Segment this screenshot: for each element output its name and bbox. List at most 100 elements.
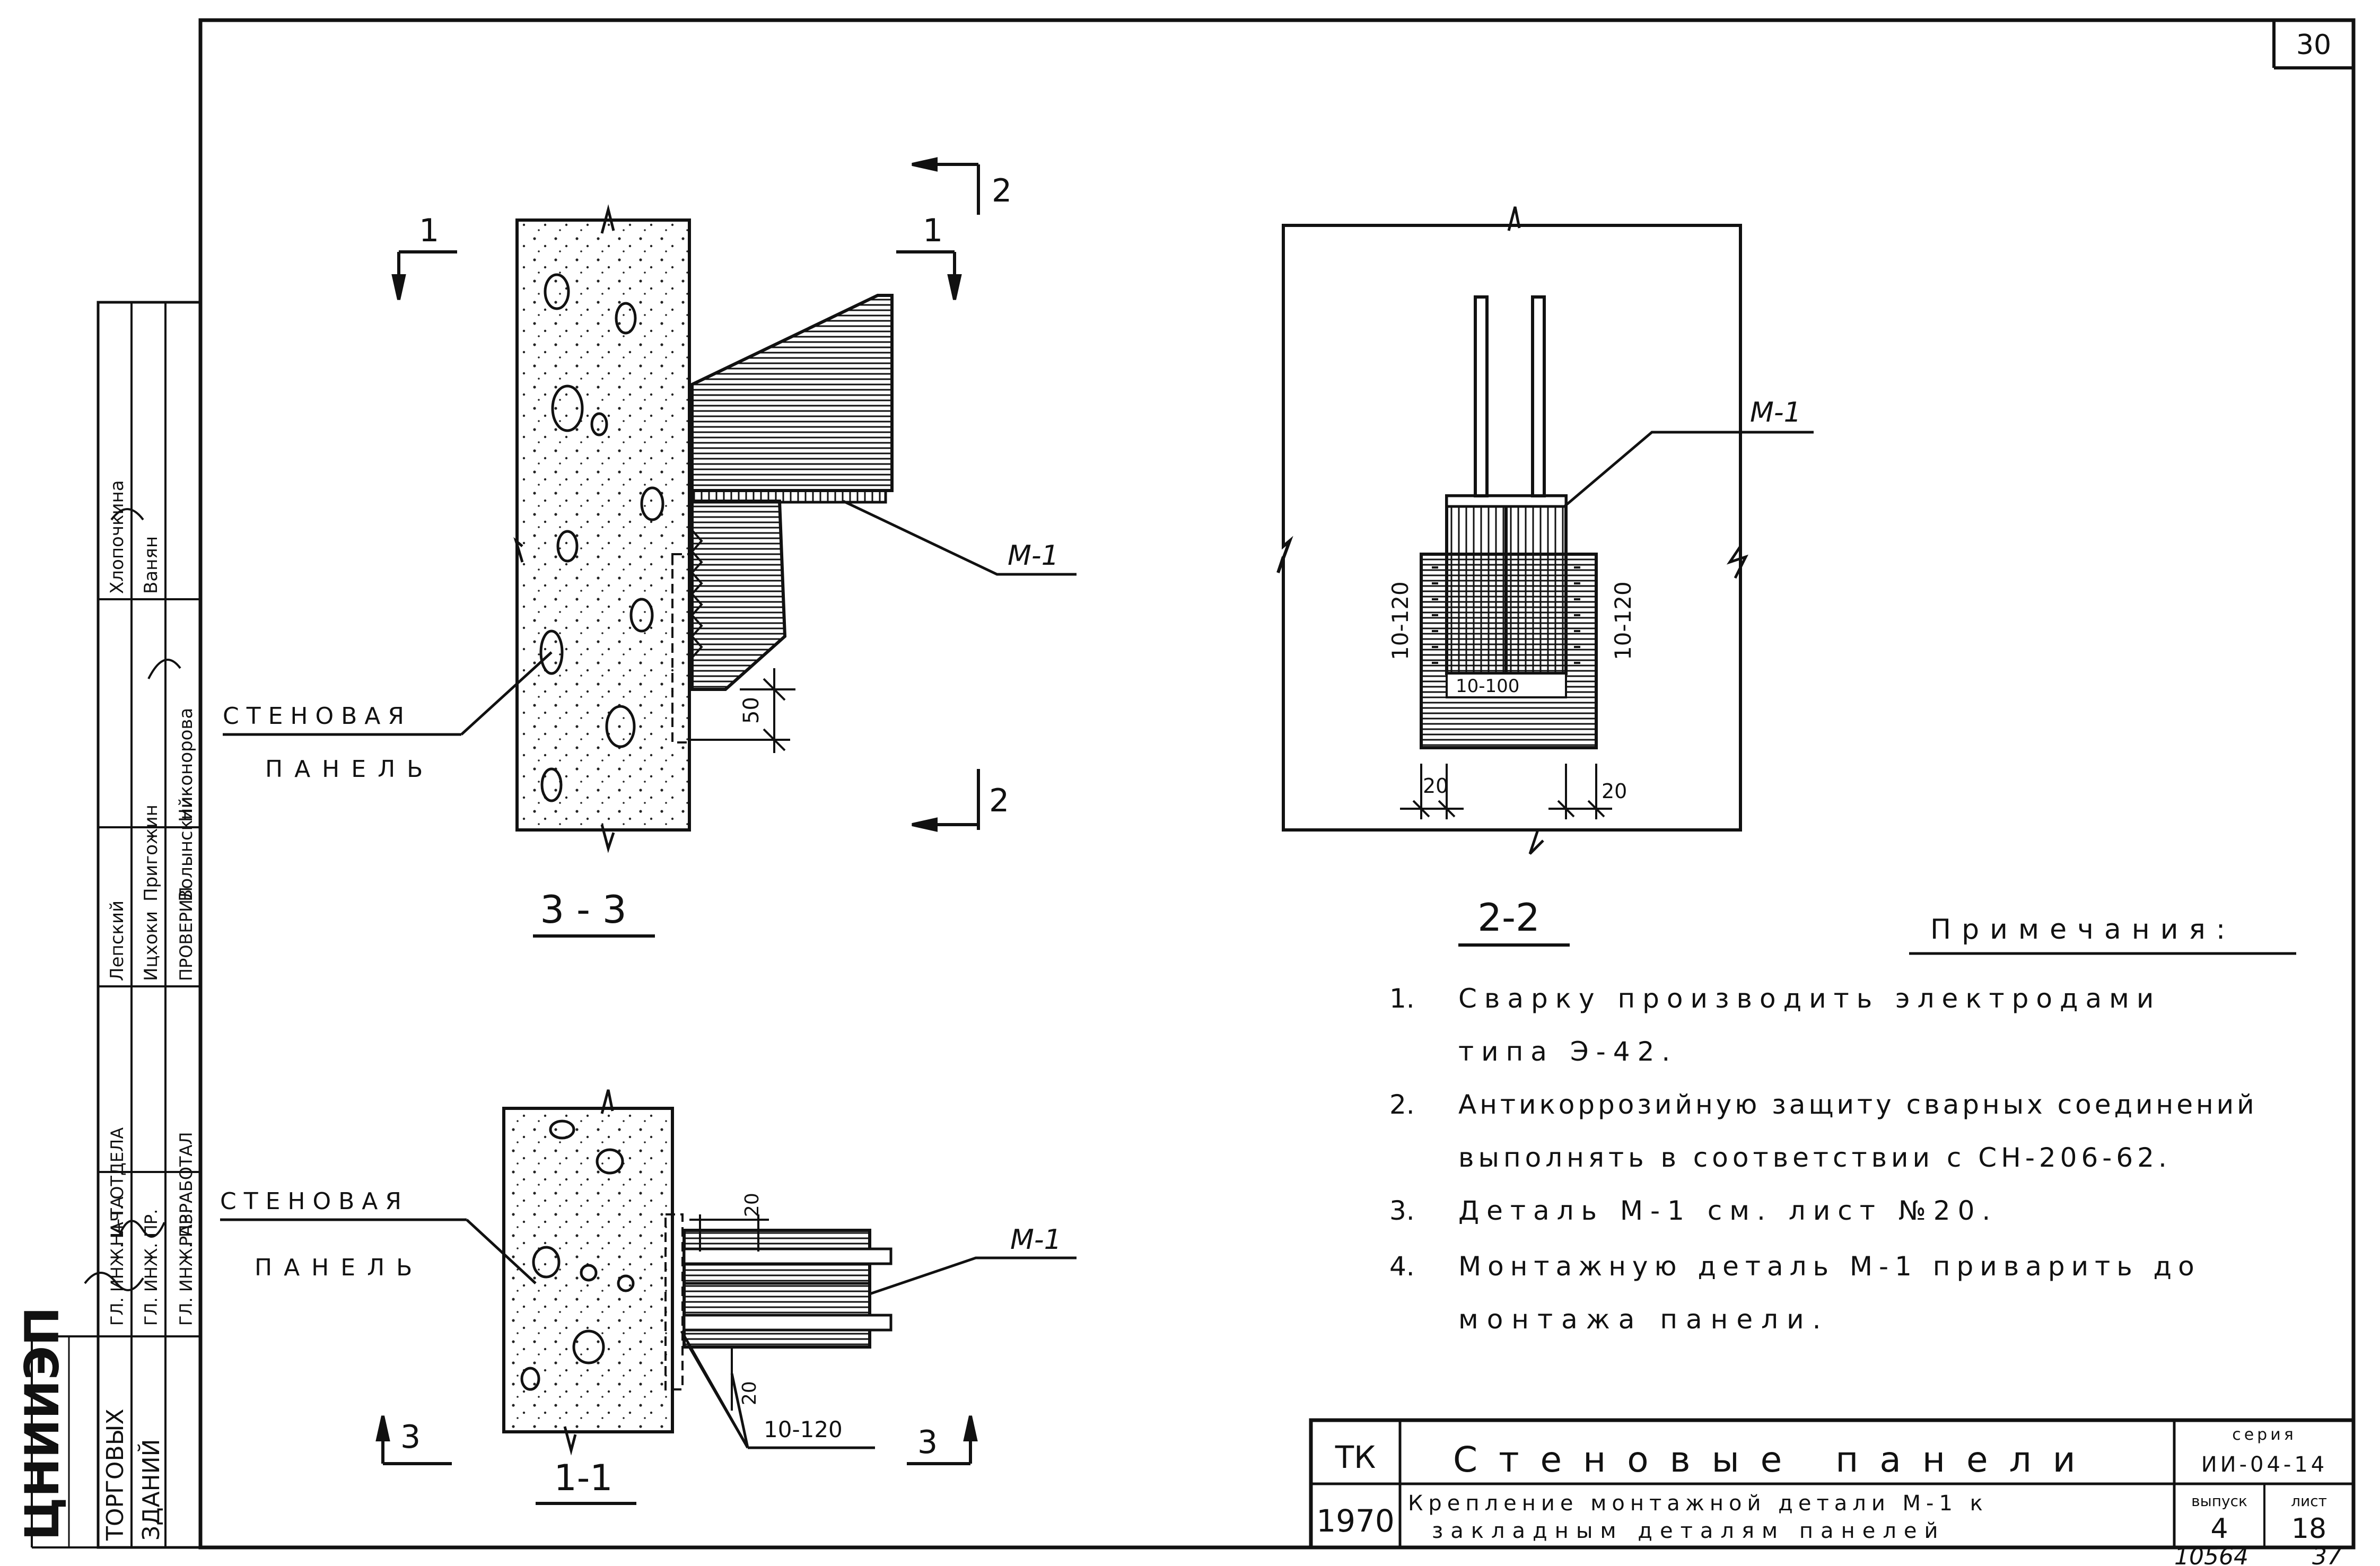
break-mark-2-2-top [1507,206,1521,231]
side-stamp-names: Лепский Ицхоки Пригожин Волынский Никоно… [107,480,197,981]
series-value: ИИ-04-14 [2201,1453,2328,1477]
section-title-1-1: 1-1 [554,1457,612,1499]
note-1-line2: типа Э-42. [1458,1036,1677,1067]
dimension-20-left-label: 20 [1423,774,1448,798]
section-2-2: 10-120 10-120 10-100 М-1 20 20 2-2 [1276,206,1814,947]
stamp-name-1: Лепский [107,900,128,981]
stud-bottom-1-1 [682,1314,892,1332]
stud-right [1531,295,1546,497]
stamp-role-2: НАЧ. ОТДЕЛА [107,1127,127,1246]
stamp-name-7: Ванян [141,536,162,594]
stamp-name-4: Волынский [176,797,197,902]
stamp-role-4: ГЛ. ИНЖ. ПР. [176,1209,196,1326]
weld-label-right: 10-120 [1610,581,1636,660]
stamp-role-3: ГЛ. ИНЖ. ПР. [141,1209,161,1326]
part-label-m1-2-2: М-1 [1750,397,1801,428]
stamp-org-desc-1: ТОРГОВЫХ [102,1408,129,1541]
leader-m1-2-2 [1563,431,1814,508]
break-mark-top [600,204,615,234]
notes-block: Примечания: 1. Сварку производить электр… [1389,914,2296,1335]
stud-top-1-1 [682,1247,892,1265]
section-title-3-3: 3 - 3 [540,887,626,932]
cut-mark-2-top [912,157,980,215]
archive-number: 10564 [2174,1543,2248,1566]
dimension-20-left [1400,764,1464,819]
dimension-20-right-label: 20 [1602,780,1627,803]
bracket-lower [690,500,787,691]
part-label-m1-3-3: М-1 [1008,540,1059,572]
stamp-role-1: ГЛ. ИНЖ. И-ТА [107,1196,127,1326]
wall-label-3-3-line2: ПАНЕЛЬ [265,756,434,783]
footer-page-number: 37 [2312,1543,2342,1566]
cut-mark-1-right [896,250,962,300]
note-2-line2: выполнять в соответствии с СН-206-62. [1458,1142,2171,1173]
stamp-name-3: Пригожин [141,804,162,902]
part-label-m1-1-1: М-1 [1010,1224,1062,1256]
cut-label-1-left: 1 [419,212,439,249]
side-stamp-org: ЦНИИЭП ТОРГОВЫХ ЗДАНИЙ [15,1307,165,1541]
weld-label-1-1: 10-120 [764,1416,843,1442]
sheet-value: 18 [2291,1513,2326,1545]
stud-left [1474,295,1489,497]
stamp-role-5: РАЗРАБОТАЛ [176,1132,196,1246]
note-4-num: 4. [1389,1251,1415,1282]
aggregate-stones-1-1 [520,1119,635,1391]
note-1-line1: Сварку производить электродами [1458,983,2161,1014]
stamp-org-desc-2: ЗДАНИЙ [137,1439,165,1541]
title-block-year: 1970 [1316,1503,1395,1539]
notes-heading: Примечания: [1930,914,2236,946]
dimension-20-top-label: 20 [741,1193,763,1217]
weld-label-bottom: 10-100 [1456,676,1519,697]
leader-m1-1-1 [869,1256,1077,1296]
wall-label-1-1-line2: ПАНЕЛЬ [255,1254,424,1281]
issue-label: выпуск [2191,1492,2247,1510]
cut-mark-3-right [907,1415,978,1465]
dimension-20-bottom-label: 20 [739,1381,760,1405]
note-3-line1: Деталь М-1 см. лист №20. [1458,1195,1998,1226]
aggregate-stones [539,273,664,802]
weld-leaders-1-1 [680,1330,875,1449]
weld-seam-3-3 [690,529,703,659]
side-stamp-signatures [84,508,181,1291]
cut-label-3-right: 3 [917,1424,938,1461]
note-2-line1: Антикоррозийную защиту сварных соединени… [1458,1089,2258,1120]
stamp-name-6: Хлопочкина [107,480,128,594]
bracket-upper [690,294,894,492]
stamp-role-6: ПРОВЕРИЛ [176,887,196,981]
cut-label-2-top: 2 [992,172,1012,209]
cut-label-1-right: 1 [923,212,943,249]
note-1-num: 1. [1389,983,1415,1014]
sheet-number: 30 [2296,29,2331,61]
cut-label-3-left: 3 [400,1419,421,1456]
embedded-plate-3-3 [671,553,690,743]
note-2-num: 2. [1389,1089,1415,1120]
break-mark-side [513,537,524,563]
title-block-subtitle-1: Крепление монтажной детали М-1 к [1408,1491,1988,1516]
cut-mark-3-left [375,1415,452,1465]
break-mark-2-2-right [1726,545,1748,579]
stamp-name-5: Никонорова [176,708,197,822]
sheet-label: лист [2291,1492,2327,1510]
side-stamp [31,301,202,1549]
break-mark-bottom [600,824,615,853]
title-block [1309,1418,2356,1550]
section-1-1: 20 20 10-120 М-1 СТЕНОВАЯ ПАНЕЛЬ 3 [220,1089,1077,1505]
dimension-20-top [689,1214,769,1252]
break-mark-2-2-bottom [1528,829,1544,855]
cut-mark-1-left [391,250,457,300]
wall-panel-3-3 [515,218,691,832]
series-label: серия [2232,1425,2297,1444]
dimension-50 [689,668,795,753]
break-mark-1-1-top [600,1089,614,1114]
plate-m1-3-3 [690,489,887,504]
dimension-50-label: 50 [739,697,764,724]
cut-label-2-bottom: 2 [989,782,1009,819]
section-title-2-2: 2-2 [1477,895,1540,940]
panel-outline-2-2 [1276,224,1742,832]
stamp-name-2: Ицхоки [141,911,162,981]
note-4-line1: Монтажную деталь М-1 приварить до [1458,1251,2201,1282]
break-mark-1-1-bottom [563,1426,577,1456]
stamp-org-name: ЦНИИЭП [15,1307,69,1541]
wall-panel-1-1 [502,1107,674,1433]
